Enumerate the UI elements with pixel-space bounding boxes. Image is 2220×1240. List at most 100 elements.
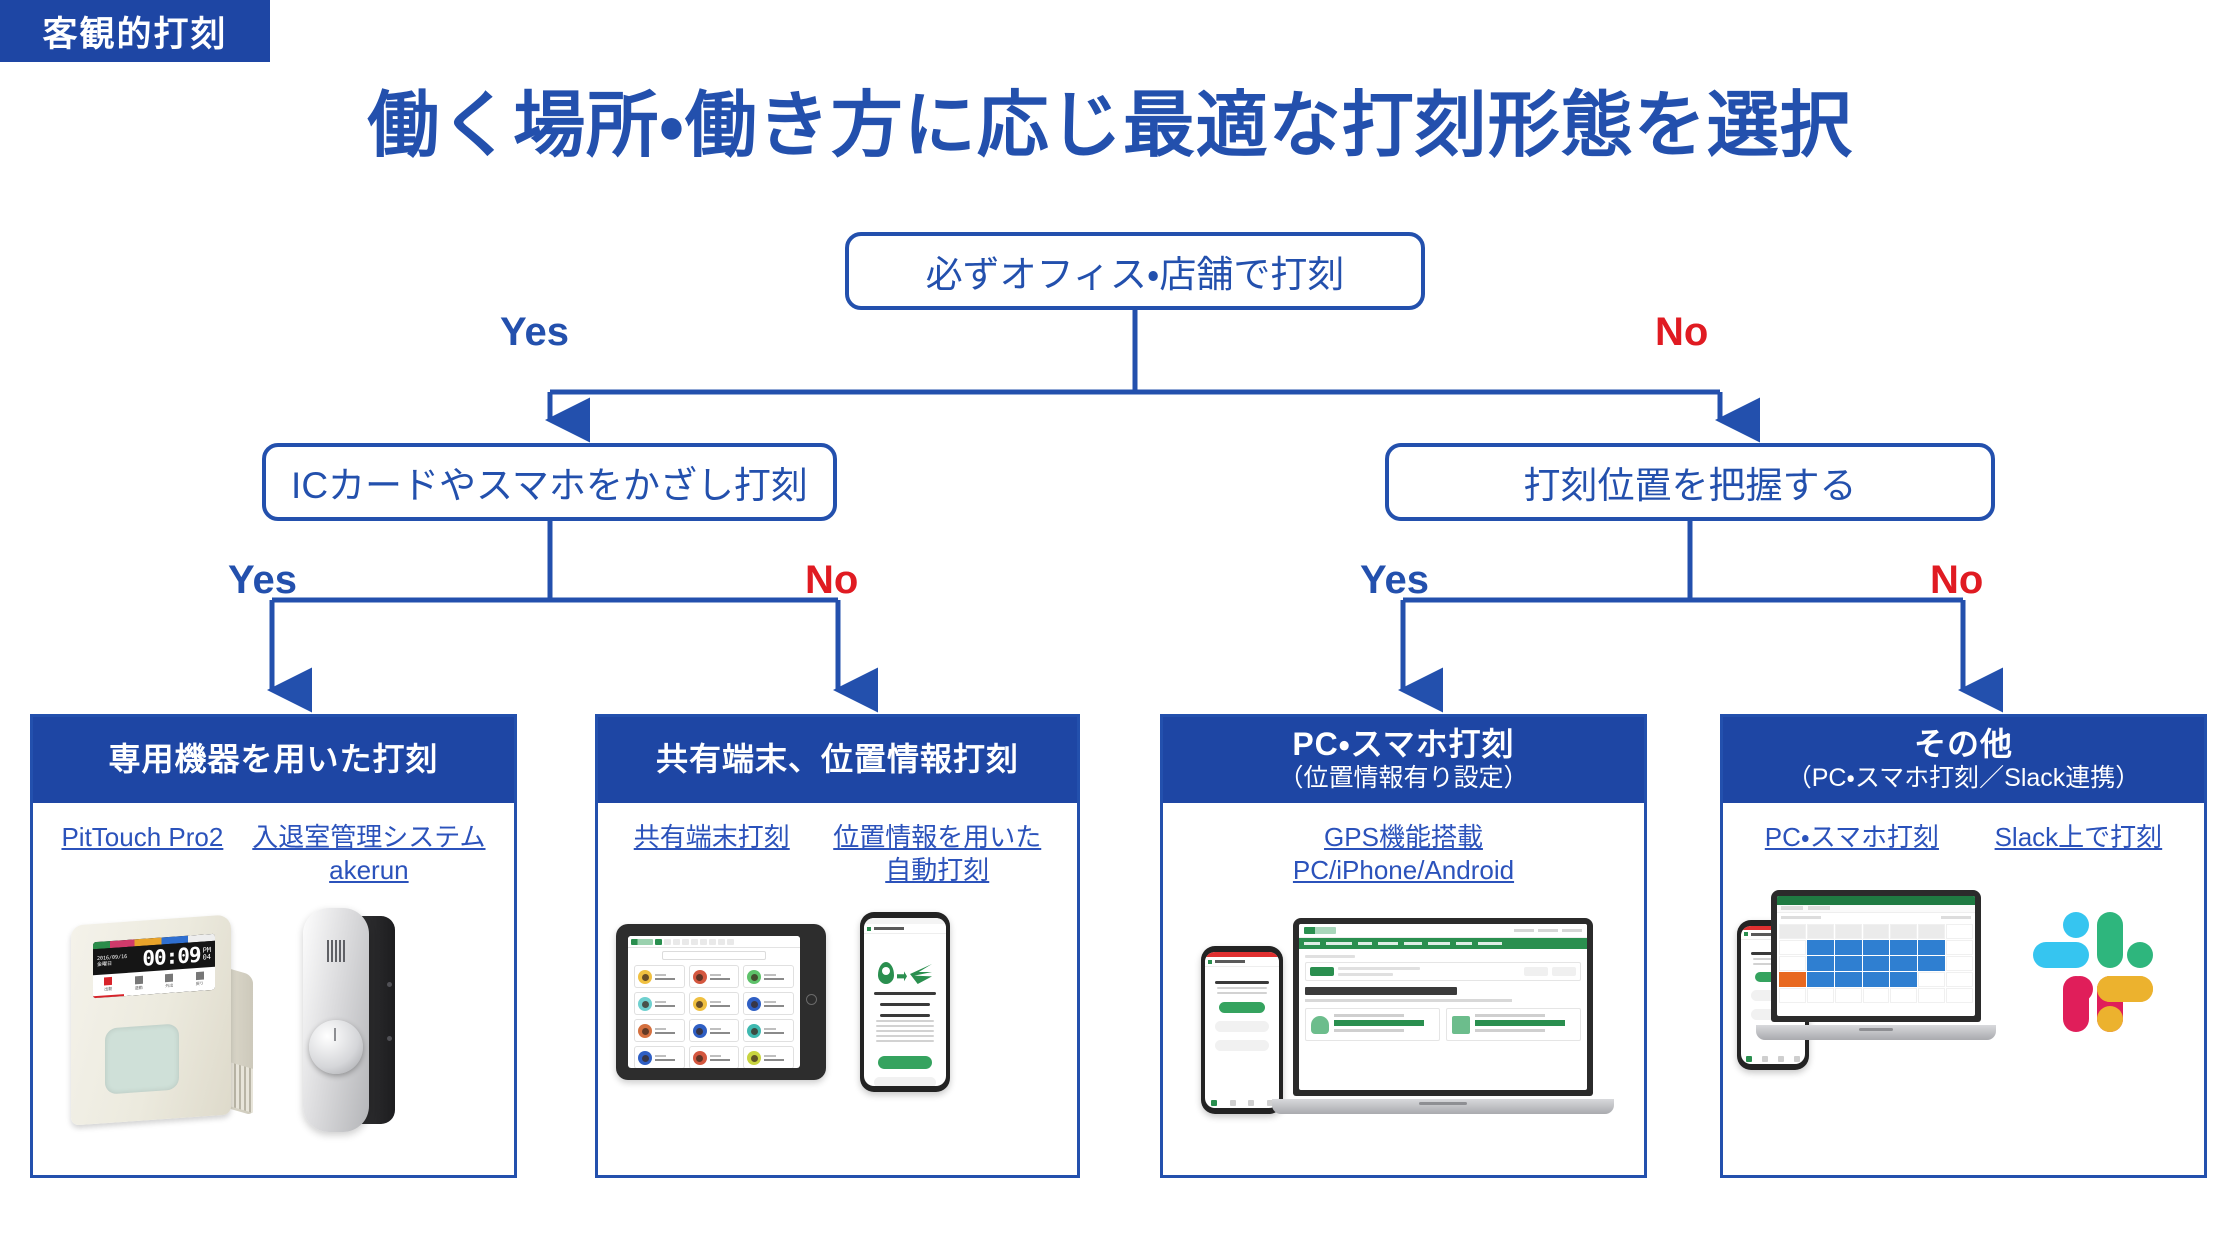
- location-pin-icon: [864, 958, 946, 984]
- tablet-shared-terminal-image: [616, 924, 826, 1080]
- link-line: PC/iPhone/Android: [1292, 854, 1515, 885]
- link-pc-smartphone[interactable]: PC・スマホ打刻: [1765, 821, 1939, 854]
- pittouch-tab-clockout: 退勤: [124, 971, 155, 996]
- result-card-links: 共有端末打刻 位置情報を用いた 自動打刻: [598, 803, 1077, 886]
- phone-bottom-nav[interactable]: [1205, 1100, 1279, 1106]
- result-card-subtitle: （PC・スマホ打刻／Slack連携）: [1786, 764, 2141, 793]
- badge-label: 客観的打刻: [42, 14, 228, 54]
- employee-card[interactable]: [743, 1019, 794, 1042]
- link-akerun[interactable]: 入退室管理システム akerun: [252, 821, 485, 886]
- link-line: 入退室管理システム: [252, 822, 486, 852]
- pittouch-tab-clockin: 出勤: [93, 973, 124, 999]
- employee-card[interactable]: [688, 1019, 740, 1042]
- phone-clock-button[interactable]: [1219, 1002, 1265, 1013]
- result-card-title: 専用機器を用いた打刻: [108, 741, 439, 778]
- link-shared-terminal[interactable]: 共有端末打刻: [634, 821, 790, 854]
- link-line: Slack上で打刻: [1994, 822, 2163, 852]
- result-card-media: [1163, 892, 1644, 1142]
- pittouch-card-reader-pad: [105, 1023, 179, 1095]
- calendar-screen: [1777, 895, 1975, 1016]
- link-line: GPS機能搭載: [1324, 822, 1483, 852]
- result-card-title: 共有端末、位置情報打刻: [655, 741, 1019, 778]
- tablet-employee-grid: [628, 963, 800, 1068]
- result-card-header: その他 （PC・スマホ打刻／Slack連携）: [1723, 717, 2204, 803]
- tab-label: 退勤: [134, 984, 143, 991]
- akerun-knob: [309, 1020, 363, 1074]
- dashboard-tile[interactable]: [1446, 1008, 1581, 1041]
- result-card-header: 専用機器を用いた打刻: [33, 717, 514, 803]
- close-icon: [867, 926, 871, 931]
- employee-card[interactable]: [634, 965, 685, 988]
- employee-card[interactable]: [688, 1046, 740, 1068]
- section-badge: 客観的打刻: [0, 0, 270, 62]
- smartphone-gps-app-image: [860, 912, 950, 1092]
- link-location-auto[interactable]: 位置情報を用いた 自動打刻: [833, 821, 1041, 886]
- branch-label-left-no: No: [805, 558, 859, 602]
- tablet-app-logo: [631, 938, 653, 945]
- decision-node-root-label: 必ずオフィス・店舗で打刻: [925, 254, 1345, 295]
- freee-logo: [1304, 927, 1336, 934]
- branch-label-root-yes: Yes: [500, 310, 569, 354]
- employee-card[interactable]: [743, 965, 794, 988]
- tab-label: 出勤: [104, 985, 113, 992]
- phone-row-item[interactable]: [1215, 1021, 1269, 1032]
- result-card-other: その他 （PC・スマホ打刻／Slack連携） PC・スマホ打刻 Slack上で打…: [1720, 714, 2207, 1178]
- calendar-topbar: [1777, 895, 1975, 905]
- result-card-dedicated-device: 専用機器を用いた打刻 PitTouch Pro2 入退室管理システム akeru…: [30, 714, 517, 1178]
- result-card-header: 共有端末、位置情報打刻: [598, 717, 1077, 803]
- page-title: 働く場所・働き方に応じ最適な打刻形態を選択: [367, 86, 1853, 166]
- pittouch-time: 00:09: [142, 942, 201, 971]
- link-pittouch-pro2[interactable]: PitTouch Pro2: [61, 821, 223, 854]
- result-card-links: GPS機能搭載 PC/iPhone/Android: [1163, 803, 1644, 886]
- laptop-hr-dashboard-image: [1272, 918, 1614, 1114]
- result-card-links: PC・スマホ打刻 Slack上で打刻: [1723, 803, 2204, 854]
- decision-node-ic-card: ICカードやスマホをかざし打刻: [262, 443, 837, 521]
- link-line: PC・スマホ打刻: [1764, 822, 1939, 852]
- link-line: PitTouch Pro2: [61, 822, 224, 852]
- result-card-media: 2016/09/16 金曜日 00:09 PM 04 出勤 退勤 外出 戻り: [33, 892, 514, 1142]
- link-line: 自動打刻: [885, 854, 990, 885]
- dashboard-nav[interactable]: [1299, 938, 1587, 949]
- result-card-media: [1723, 860, 2204, 1110]
- akerun-smart-lock-image: [283, 900, 423, 1140]
- phone-bottom-nav[interactable]: [1741, 1055, 1805, 1062]
- link-line: 位置情報を用いた: [833, 822, 1042, 852]
- decision-node-root: 必ずオフィス・店舗で打刻: [845, 232, 1425, 310]
- tablet-search-field[interactable]: [662, 951, 766, 960]
- result-card-title: その他: [1913, 726, 2013, 763]
- hr-dashboard-screen: [1299, 924, 1587, 1090]
- employee-card[interactable]: [743, 1046, 794, 1068]
- employee-card[interactable]: [634, 1046, 685, 1068]
- pittouch-weekday: 金曜日: [97, 960, 113, 968]
- phone-primary-button[interactable]: [878, 1056, 932, 1069]
- dashboard-alert: [1305, 962, 1581, 981]
- decision-node-location: 打刻位置を把握する: [1385, 443, 1995, 521]
- employee-card[interactable]: [743, 992, 794, 1015]
- decision-node-ic-card-label: ICカードやスマホをかざし打刻: [291, 465, 808, 506]
- employee-card[interactable]: [634, 992, 685, 1015]
- employee-card[interactable]: [634, 1019, 685, 1042]
- phone-secondary-button[interactable]: [874, 1077, 936, 1086]
- dashboard-tile[interactable]: [1305, 1008, 1440, 1041]
- link-slack-clock[interactable]: Slack上で打刻: [1995, 821, 2163, 854]
- pittouch-pro2-device-image: 2016/09/16 金曜日 00:09 PM 04 出勤 退勤 外出 戻り: [63, 914, 259, 1126]
- result-card-subtitle: （位置情報有り設定）: [1278, 764, 1529, 793]
- result-card-shared-terminal: 共有端末、位置情報打刻 共有端末打刻 位置情報を用いた 自動打刻: [595, 714, 1080, 1178]
- employee-card[interactable]: [688, 965, 740, 988]
- pittouch-tab-return: 戻り: [185, 967, 216, 992]
- smartphone-attendance-image: [1201, 946, 1283, 1114]
- result-card-pc-smartphone: PC・スマホ打刻 （位置情報有り設定） GPS機能搭載 PC/iPhone/An…: [1160, 714, 1647, 1178]
- branch-label-root-no: No: [1655, 310, 1709, 354]
- pittouch-ampm2: 04: [202, 953, 211, 962]
- calendar-grid: [1777, 922, 1975, 1005]
- result-card-title: PC・スマホ打刻: [1292, 726, 1515, 763]
- branch-label-left-yes: Yes: [228, 558, 297, 602]
- link-gps-pc-iphone-android[interactable]: GPS機能搭載 PC/iPhone/Android: [1293, 821, 1514, 886]
- link-line: akerun: [329, 854, 409, 885]
- link-line: 共有端末打刻: [633, 822, 790, 852]
- pittouch-screen: 2016/09/16 金曜日 00:09 PM 04 出勤 退勤 外出 戻り: [93, 933, 216, 999]
- akerun-speaker-grill: [327, 940, 347, 962]
- pittouch-tab-out: 外出: [154, 969, 185, 994]
- employee-card[interactable]: [688, 992, 740, 1015]
- phone-row-item[interactable]: [1215, 1040, 1269, 1051]
